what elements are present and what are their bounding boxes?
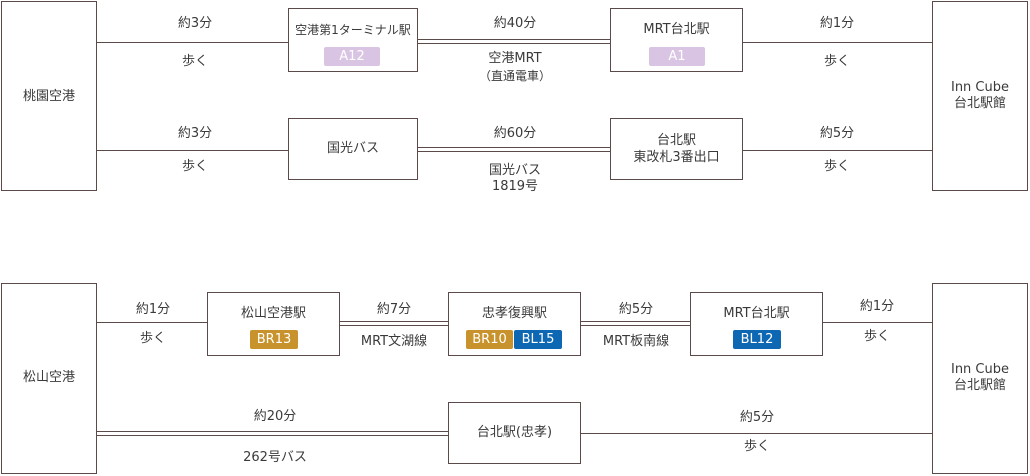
r3-station3-badge: BL12 (733, 330, 781, 349)
r1-walk-line-2 (743, 42, 932, 43)
r4-seg2-mode: 歩く (743, 439, 770, 454)
r3-station1-badge: BR13 (250, 330, 298, 349)
r2-seg2-mode: 国光バス (488, 163, 541, 178)
r2-seg1-mode: 歩く (181, 159, 208, 174)
r1-station1-badge: A12 (324, 47, 380, 66)
r3-seg3-time: 約5分 (618, 302, 654, 317)
r1-seg1-time: 約3分 (177, 16, 213, 31)
r4-station1-box: 台北駅(忠孝) (448, 402, 581, 464)
r3-seg2-time: 約7分 (376, 302, 412, 317)
r3-seg1-time: 約1分 (135, 302, 171, 317)
r2-bus-line (418, 147, 610, 152)
r1-station2-badge: A1 (649, 47, 705, 66)
r2-station1-box: 国光バス (288, 118, 418, 180)
dest-top-box: Inn Cube 台北駅館 (932, 1, 1028, 191)
r2-walk-line (97, 150, 288, 151)
r3-seg1-mode: 歩く (139, 331, 166, 346)
r4-seg1-mode: 262号バス (243, 450, 307, 465)
dest-bottom-box: Inn Cube 台北駅館 (932, 283, 1028, 474)
r4-bus-line (97, 431, 448, 436)
r3-station3-box: MRT台北駅 BL12 (690, 292, 823, 356)
r2-station1-name: 国光バス (326, 141, 379, 156)
r3-station1-box: 松山空港駅 BR13 (207, 292, 340, 356)
r4-seg2-time: 約5分 (739, 410, 775, 425)
r3-bannan-line (581, 321, 690, 326)
r1-seg1-mode: 歩く (181, 54, 208, 69)
origin-songshan-box: 松山空港 (1, 283, 97, 474)
r3-station2-name: 忠孝復興駅 (481, 306, 547, 321)
r2-station2-box: 台北駅 東改札3番出口 (610, 118, 743, 180)
r2-seg3-mode: 歩く (823, 159, 850, 174)
dest-top-line1: Inn Cube (950, 80, 1009, 95)
r4-walk-line (581, 433, 932, 434)
r3-walk-line-2 (823, 322, 932, 323)
origin-taoyuan-box: 桃園空港 (1, 1, 97, 191)
r2-seg3-time: 約5分 (819, 126, 855, 141)
r3-seg4-mode: 歩く (863, 329, 890, 344)
r3-seg3-mode: MRT板南線 (602, 334, 670, 349)
r3-seg2-mode: MRT文湖線 (360, 334, 428, 349)
r1-seg3-mode: 歩く (823, 54, 850, 69)
r2-station2-name-line2: 東改札3番出口 (633, 150, 720, 165)
r2-walk-line-2 (743, 150, 932, 151)
r4-station1-name: 台北駅(忠孝) (476, 425, 553, 440)
r3-walk-line (97, 322, 207, 323)
r1-seg2-note: （直通電車） (478, 69, 551, 83)
origin-taoyuan-label: 桃園空港 (22, 89, 75, 104)
r3-station2-badge-bl: BL15 (514, 330, 562, 349)
r3-station2-box: 忠孝復興駅 BR10 BL15 (448, 292, 581, 356)
r3-station3-name: MRT台北駅 (723, 306, 790, 321)
r3-wenhu-line (340, 321, 448, 326)
r3-station1-name: 松山空港駅 (240, 306, 306, 321)
dest-bottom-line2: 台北駅館 (953, 378, 1006, 393)
r1-walk-line (97, 42, 288, 43)
r1-station1-name: 空港第1ターミナル駅 (295, 23, 411, 37)
r4-seg1-time: 約20分 (253, 409, 297, 424)
r2-station2-name-line1: 台北駅 (656, 133, 696, 148)
r3-seg4-time: 約1分 (859, 299, 895, 314)
origin-songshan-label: 松山空港 (22, 370, 75, 385)
r1-station2-name: MRT台北駅 (643, 22, 710, 37)
r1-seg2-mode: 空港MRT (488, 51, 542, 66)
r2-seg2-note: 1819号 (491, 179, 539, 194)
r1-seg2-time: 約40分 (493, 16, 537, 31)
r1-station2-box: MRT台北駅 A1 (610, 8, 743, 72)
r3-station2-badge-br: BR10 (466, 330, 513, 349)
dest-top-line2: 台北駅館 (953, 96, 1006, 111)
r1-seg3-time: 約1分 (819, 16, 855, 31)
r2-seg2-time: 約60分 (493, 126, 537, 141)
r2-seg1-time: 約3分 (177, 126, 213, 141)
r1-station1-box: 空港第1ターミナル駅 A12 (288, 8, 418, 72)
r1-mrt-line (418, 39, 610, 44)
dest-bottom-line1: Inn Cube (950, 362, 1009, 377)
